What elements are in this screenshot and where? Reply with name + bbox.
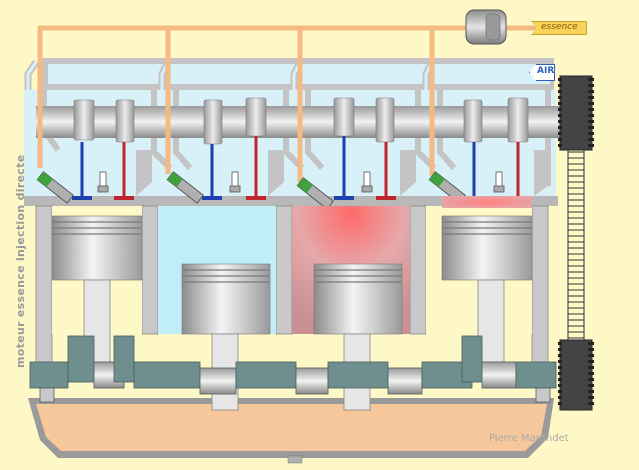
cylinder-3 [292,206,410,411]
gear-tooth [558,384,562,387]
fuel-rail [37,25,536,182]
exhaust-valve-2 [246,136,266,200]
air-inlet-label: AIR [529,64,555,81]
drain-plug [287,455,303,464]
gear-tooth [588,96,594,99]
author-credit: Pierre Marandet [489,433,569,444]
gear-tooth [588,372,594,375]
gear-tooth [558,360,562,363]
gear-tooth [558,372,562,375]
fuel-pump [465,9,507,45]
fuel-label-text: essence [541,22,578,32]
gear-tooth [588,402,594,405]
gear-tooth [558,90,562,93]
diagram-caption: moteur essence injection directe [14,154,27,368]
gear-tooth [588,360,594,363]
injector-1 [36,171,74,204]
spark-plug-2 [229,171,241,193]
gear-tooth [558,390,562,393]
crankshaft [29,335,557,403]
gear-tooth [588,120,594,123]
gear-tooth [558,342,562,345]
gear-tooth [588,126,594,129]
injector-3 [296,177,334,210]
cylinder-2 [158,206,276,411]
gear-tooth [588,354,594,357]
injector-2 [166,171,204,204]
gear-tooth [558,144,562,147]
spark-plug-1 [97,171,109,193]
gear-tooth [558,354,562,357]
piston-4 [441,215,533,281]
gear-tooth [558,348,562,351]
crank-gear [558,339,594,411]
gear-tooth [558,78,562,81]
gear-tooth [588,90,594,93]
gear-tooth [588,384,594,387]
gear-tooth [558,396,562,399]
injectors [36,171,466,210]
timing-belt [567,117,585,369]
piston-1 [51,215,143,281]
camshaft [36,97,564,145]
intake-valve-2 [202,144,222,200]
gear-tooth [588,102,594,105]
exhaust-valve-3 [376,142,396,200]
exhaust-valve-1 [114,142,134,200]
intake-valve-3 [334,136,354,200]
intake-valve-1 [72,142,92,200]
gear-tooth [558,114,562,117]
gear-tooth [558,138,562,141]
cam-gear [558,75,594,151]
fuel-inlet-label: essence [531,21,587,35]
spark-plug-4 [493,171,505,193]
gear-tooth [558,132,562,135]
air-label-text: AIR [537,66,555,76]
gear-tooth [588,78,594,81]
gear-tooth [588,138,594,141]
gear-tooth [588,366,594,369]
piston-2 [181,263,271,335]
gear-tooth [558,366,562,369]
gear-tooth [558,402,562,405]
oil-sump [28,398,554,464]
gear-tooth [588,144,594,147]
gear-tooth [558,96,562,99]
cylinder-1 [51,206,143,371]
gear-tooth [588,396,594,399]
gear-tooth [588,108,594,111]
gear-tooth [558,108,562,111]
spark-plugs [97,171,505,193]
gear-tooth [588,378,594,381]
spark-plug-3 [361,171,373,193]
gear-tooth [588,348,594,351]
gear-tooth [588,132,594,135]
gear-tooth [588,390,594,393]
gear-tooth [588,342,594,345]
gear-tooth [558,126,562,129]
gear-tooth [558,102,562,105]
cylinder-4 [426,196,533,371]
piston-3 [313,263,403,335]
gear-tooth [558,120,562,123]
gear-tooth [588,84,594,87]
air-arrow-icon [529,64,555,81]
gear-tooth [558,84,562,87]
gear-tooth [558,378,562,381]
gear-tooth [588,114,594,117]
